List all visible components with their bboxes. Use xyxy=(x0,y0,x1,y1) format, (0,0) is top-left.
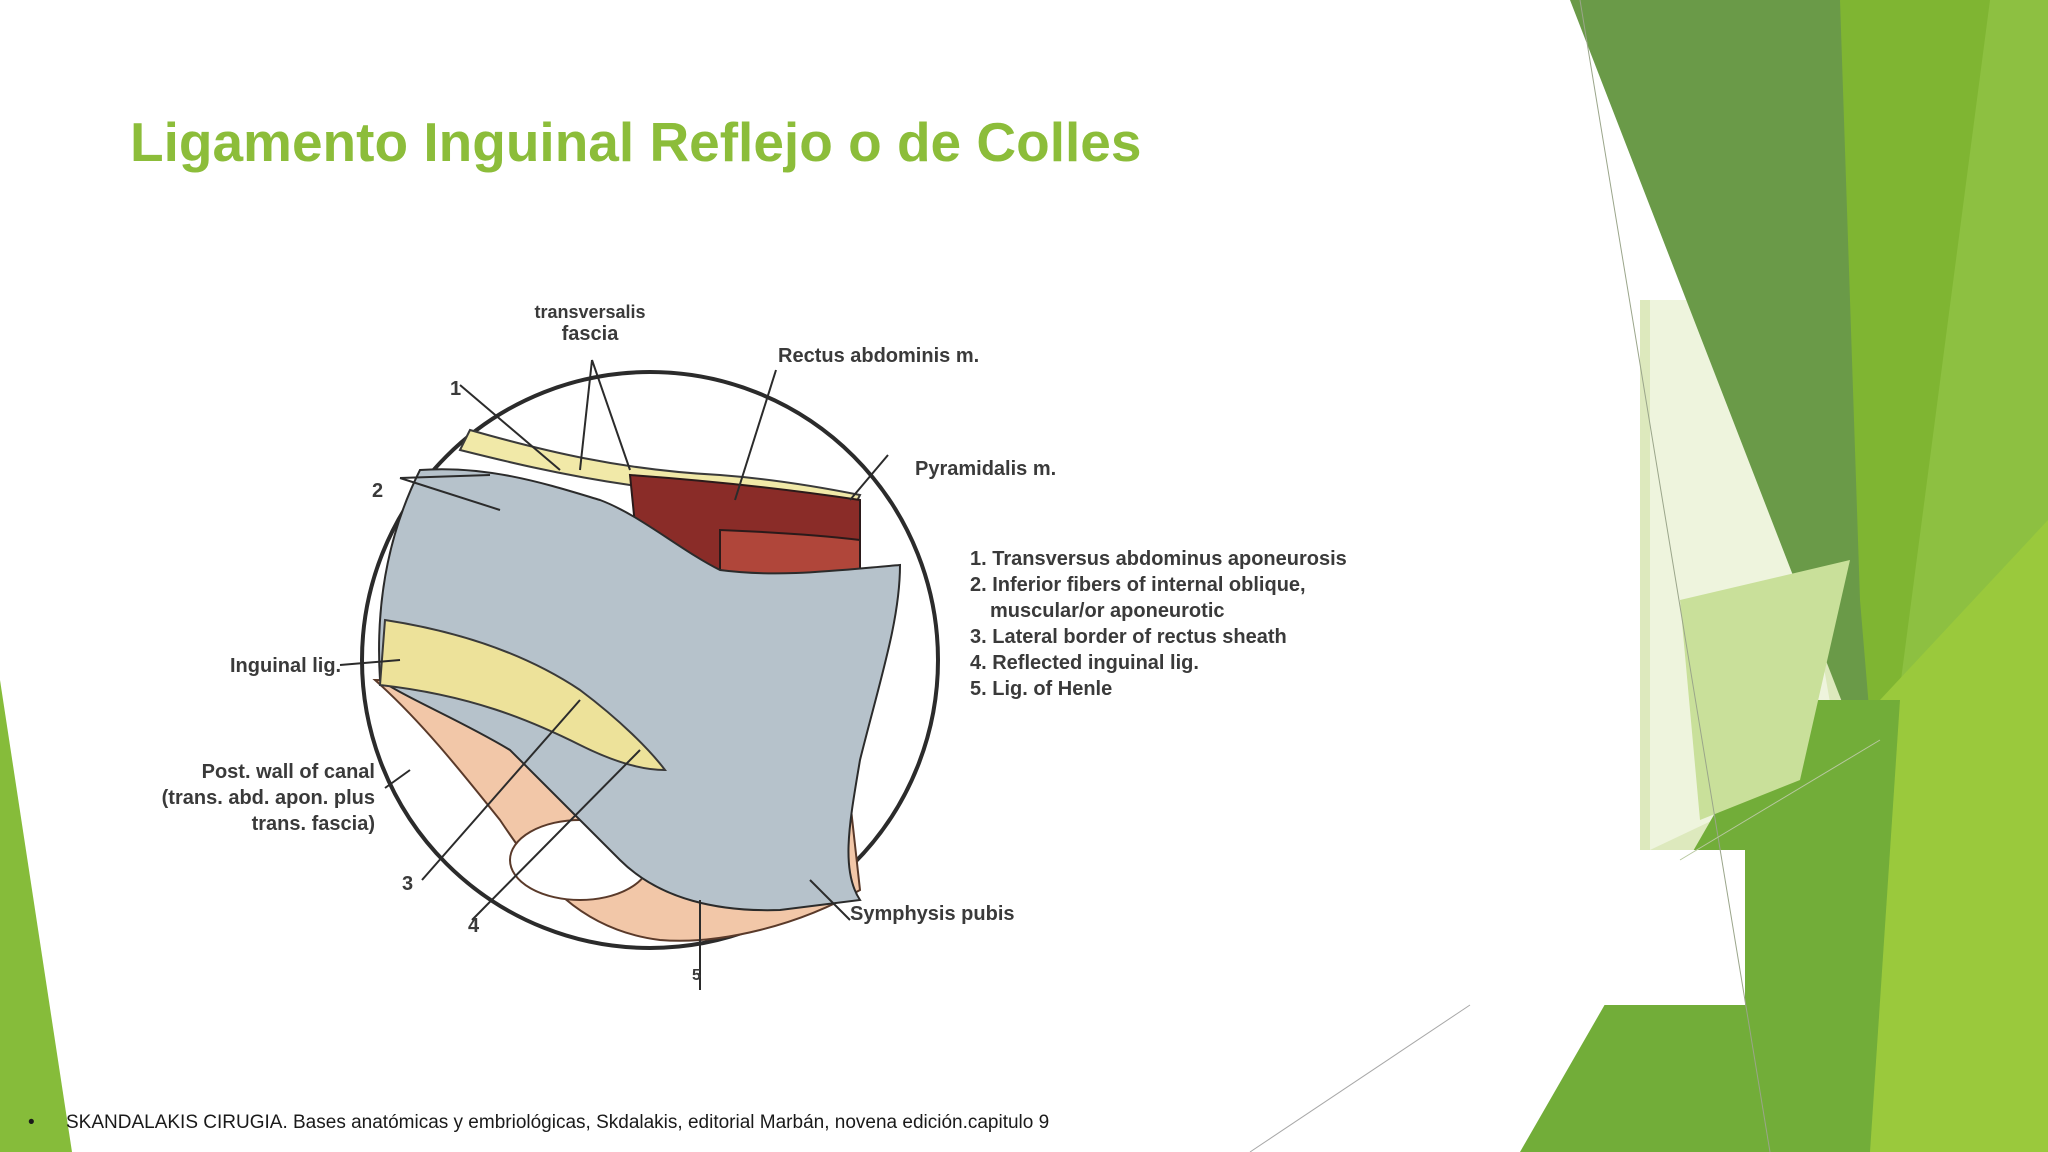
label-post-wall-3: trans. fascia) xyxy=(252,813,375,835)
facet-pale xyxy=(1680,560,1850,820)
label-transversalis: transversalis xyxy=(534,302,645,322)
legend-line-5: 4. Reflected inguinal lig. xyxy=(970,652,1199,674)
anatomy-figure: transversalis fascia Rectus abdominis m.… xyxy=(162,302,1347,990)
aponeurosis-sheath xyxy=(378,468,902,912)
legend-line-6: 5. Lig. of Henle xyxy=(970,678,1112,700)
citation-text: SKANDALAKIS CIRUGIA. Bases anatómicas y … xyxy=(66,1112,1050,1133)
legend-line-1: 1. Transversus abdominus aponeurosis xyxy=(970,548,1347,570)
citation: • SKANDALAKIS CIRUGIA. Bases anatómicas y… xyxy=(28,1112,1049,1134)
legend-line-2: 2. Inferior fibers of internal oblique, xyxy=(970,574,1306,596)
label-num-3: 3 xyxy=(402,873,413,895)
label-fascia: fascia xyxy=(562,323,620,345)
label-num-1: 1 xyxy=(450,378,461,400)
label-symphysis: Symphysis pubis xyxy=(850,903,1015,925)
figure-legend: 1. Transversus abdominus aponeurosis 2. … xyxy=(970,548,1347,700)
leader-lines xyxy=(339,359,889,990)
label-rectus: Rectus abdominis m. xyxy=(778,345,979,367)
inguinal-canal-band xyxy=(378,618,668,772)
facet-lime xyxy=(1870,520,2048,1152)
thin-line-2 xyxy=(1249,1004,1471,1152)
label-num-4: 4 xyxy=(468,915,480,937)
label-num-2: 2 xyxy=(372,480,383,502)
legend-line-4: 3. Lateral border of rectus sheath xyxy=(970,626,1287,648)
thin-line-1 xyxy=(1579,0,1771,1152)
label-post-wall: Post. wall of canal xyxy=(202,761,375,783)
legend-line-3: muscular/or aponeurotic xyxy=(990,600,1225,622)
white-notch xyxy=(1580,850,1745,1005)
thin-line-3 xyxy=(1679,739,1881,861)
bullet-icon: • xyxy=(28,1112,35,1133)
label-post-wall-2: (trans. abd. apon. plus xyxy=(162,787,375,809)
label-num-5: 5 xyxy=(692,967,701,984)
label-pyramidalis: Pyramidalis m. xyxy=(915,458,1056,480)
slide-title: Ligamento Inguinal Reflejo o de Colles xyxy=(130,111,1142,173)
label-inguinal: Inguinal lig. xyxy=(230,655,341,677)
left-green-triangle xyxy=(0,680,72,1152)
